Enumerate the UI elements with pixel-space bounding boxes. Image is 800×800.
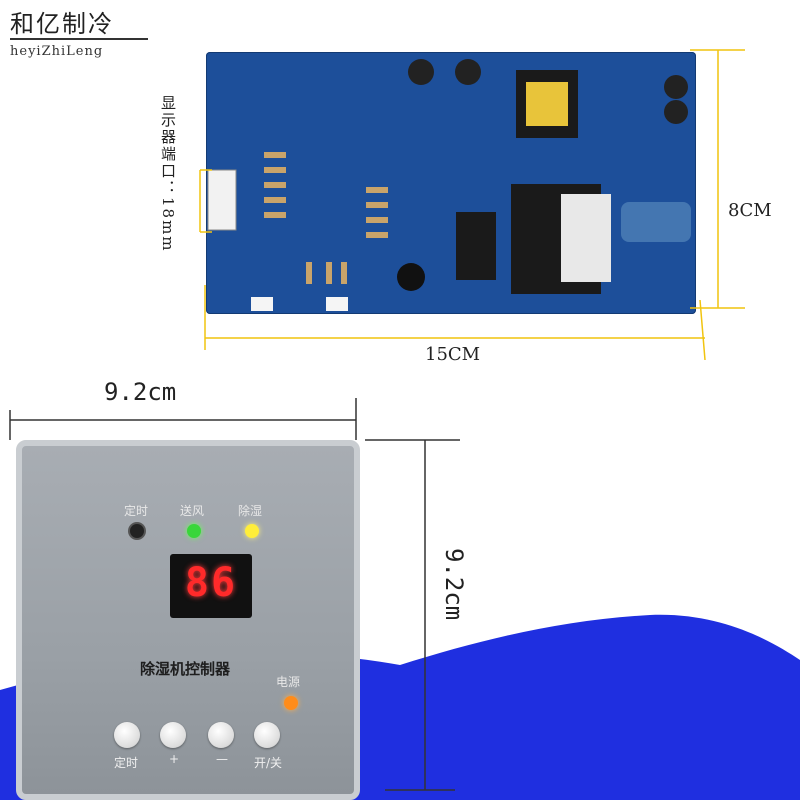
brand-name-cn: 和亿制冷: [10, 10, 114, 38]
dehumidify-led-icon: [245, 524, 259, 538]
display-port-label: 显示器端口：18mm: [159, 95, 177, 253]
power-button[interactable]: [254, 722, 280, 748]
timer-button[interactable]: [114, 722, 140, 748]
pcb-width-label: 15CM: [425, 344, 481, 365]
power-button-label: 开/关: [254, 756, 283, 770]
digital-display: 86: [170, 554, 252, 618]
brand-divider: [10, 38, 148, 40]
minus-button[interactable]: [208, 722, 234, 748]
panel-width-label: 9.2cm: [104, 378, 177, 406]
timer-button-label: 定时: [114, 756, 139, 770]
minus-button-label: —: [216, 752, 228, 766]
brand-name-en: heyiZhiLeng: [10, 44, 104, 59]
indicator-label-dehumidify: 除湿: [238, 504, 263, 518]
power-label: 电源: [276, 675, 301, 689]
timer-led-icon: [130, 524, 144, 538]
indicator-label-timer: 定时: [124, 504, 149, 518]
power-led-icon: [284, 696, 298, 710]
pcb-height-label: 8CM: [728, 200, 772, 221]
indicator-label-fan: 送风: [180, 504, 205, 518]
controller-title: 除湿机控制器: [140, 660, 231, 678]
fan-led-icon: [187, 524, 201, 538]
panel-height-label: 9.2cm: [440, 548, 468, 621]
plus-button-label: +: [169, 752, 180, 766]
pcb-components: [207, 59, 691, 311]
plus-button[interactable]: [160, 722, 186, 748]
display-value: 86: [184, 560, 238, 606]
controller-panel: 定时 送风 除湿 86 除湿机控制器 电源 定时 + — 开/关: [16, 440, 360, 800]
pcb-board: [206, 52, 696, 314]
